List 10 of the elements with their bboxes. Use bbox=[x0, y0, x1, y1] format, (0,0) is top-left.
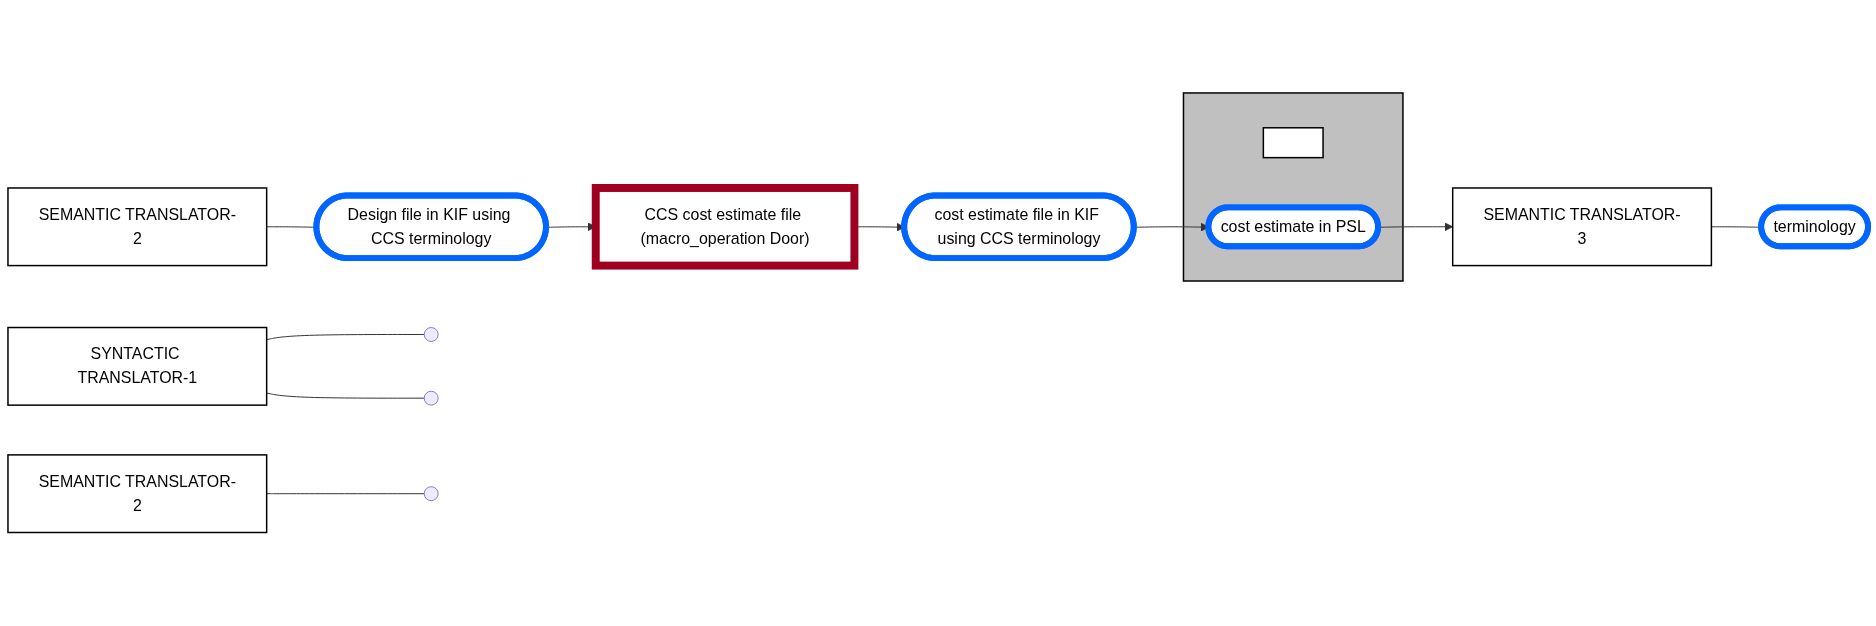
node-box bbox=[1262, 127, 1324, 159]
connector bbox=[266, 334, 425, 341]
node-box: SEMANTIC TRANSLATOR-2 bbox=[7, 187, 268, 267]
node-box: CCS cost estimate file (macro_operation Door) bbox=[591, 184, 859, 270]
node-box: SEMANTIC TRANSLATOR-3 bbox=[1451, 187, 1713, 267]
cluster bbox=[1182, 92, 1404, 283]
connector bbox=[266, 493, 425, 495]
connector bbox=[266, 392, 425, 399]
node-box: SEMANTIC TRANSLATOR-2 bbox=[7, 454, 268, 534]
node-box: SYNTACTIC TRANSLATOR-1 bbox=[7, 327, 268, 407]
